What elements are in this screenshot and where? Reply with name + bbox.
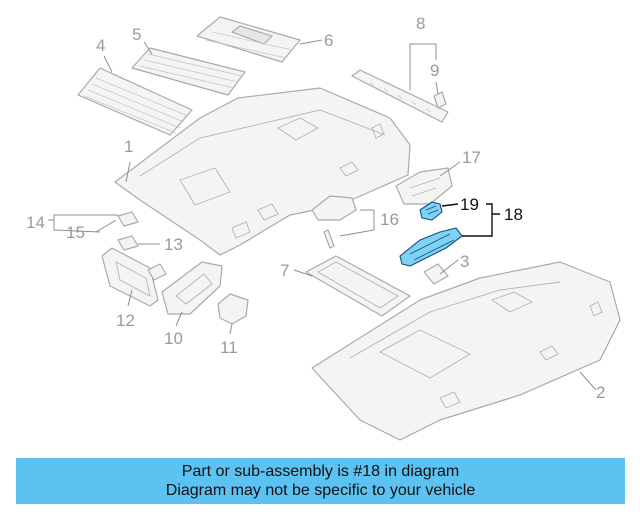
clip-15 <box>117 211 139 227</box>
callout-9: 9 <box>430 61 439 80</box>
callout-14: 14 <box>26 213 45 232</box>
parts-diagram: 1 2 3 4 5 6 7 8 9 10 11 12 13 14 15 16 1… <box>26 14 621 441</box>
callout-10: 10 <box>164 329 183 348</box>
map-lamp-10 <box>161 261 223 315</box>
insulation-pad-5 <box>131 47 246 96</box>
insulation-pad-4 <box>77 67 193 136</box>
bracket-19-blue <box>419 201 443 221</box>
banner-line-2: Diagram may not be specific to your vehi… <box>165 482 476 499</box>
visor-clip <box>147 263 167 281</box>
bracket-17 <box>395 167 453 205</box>
callout-16: 16 <box>380 210 399 229</box>
callout-13: 13 <box>164 235 183 254</box>
callout-17: 17 <box>462 148 481 167</box>
bracket-rail-18-blue <box>399 227 463 267</box>
clip-3 <box>423 263 449 285</box>
roof-rail-8 <box>351 69 449 123</box>
callout-8: 8 <box>416 14 425 33</box>
holder-13 <box>117 235 139 251</box>
banner-line-1: Part or sub-assembly is #18 in diagram <box>181 463 460 480</box>
lamp-lens-11 <box>217 293 249 325</box>
insulation-pad-6 <box>196 16 301 63</box>
grab-handle-16 <box>311 195 357 249</box>
sun-visor-12 <box>101 247 159 307</box>
callout-12: 12 <box>116 311 135 330</box>
callout-3: 3 <box>460 252 469 271</box>
callout-11: 11 <box>220 338 238 357</box>
callouts: 1 2 3 4 5 6 7 8 9 10 11 12 13 14 15 16 1… <box>26 14 605 402</box>
leader-lines-highlighted <box>441 203 500 237</box>
callout-2: 2 <box>596 383 605 402</box>
highlighted-part-18 <box>399 201 463 267</box>
callout-15: 15 <box>66 223 85 242</box>
callout-1: 1 <box>124 137 133 156</box>
callout-4: 4 <box>96 36 105 55</box>
leader-lines <box>48 39 597 391</box>
callout-18: 18 <box>504 205 523 224</box>
callout-5: 5 <box>132 25 141 44</box>
sunroof-trim-7 <box>305 255 411 317</box>
headliner-1 <box>114 87 411 256</box>
clip-9 <box>433 91 447 109</box>
callout-6: 6 <box>324 31 333 50</box>
callout-19: 19 <box>460 195 479 214</box>
callout-7: 7 <box>280 261 289 280</box>
info-banner: Part or sub-assembly is #18 in diagram D… <box>16 458 625 504</box>
headliner-2 <box>311 261 621 441</box>
